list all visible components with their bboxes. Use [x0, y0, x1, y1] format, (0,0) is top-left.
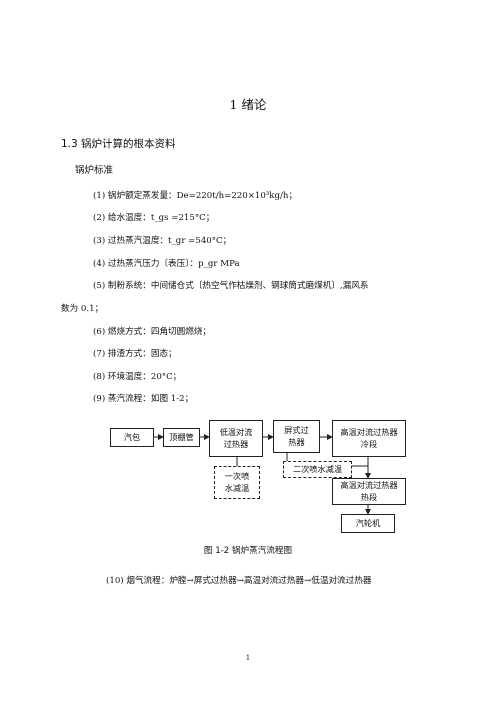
subheading: 锅炉标准 [75, 165, 114, 176]
spec-item-5-cont: 数为 0.1； [61, 304, 104, 314]
turbine-box: 汽轮机 [341, 514, 395, 533]
spec-item-5: (5) 制粉系统：中间储仓式〔热空气作枯燥剂、钢球筒式磨煤机〕,漏风系 [93, 281, 369, 291]
page-number: 1 [245, 654, 251, 662]
ht-superheater-cold-box: 高温对流过热器冷段 [332, 420, 406, 457]
spec-item-1: (1) 锅炉额定蒸发量：De=220t/h=220×10³kg/h； [93, 191, 298, 201]
chapter-title: 1 绪论 [229, 97, 267, 112]
roof-tubes-box: 顶棚管 [163, 428, 200, 447]
platen-superheater-box: 屏式过热器 [273, 420, 320, 453]
spec-item-9: (9) 蒸汽流程：如图 1-2； [93, 394, 194, 404]
first-spray-box: 一次喷水减温 [214, 466, 260, 499]
low-temp-superheater-box: 低温对流过热器 [209, 420, 263, 457]
spec-item-10: (10) 烟气流程：炉膛→屏式过热器→高温对流过热器→低温对流过热器 [106, 576, 372, 586]
ht-superheater-hot-box: 高温对流过热器热段 [332, 478, 406, 505]
spec-item-6: (6) 燃烧方式：四角切圆燃烧； [93, 327, 212, 337]
spec-item-2: (2) 给水温度：t_gs =215°C； [93, 213, 215, 223]
spec-item-8: (8) 环境温度：20°C； [93, 372, 182, 382]
drum-box: 汽包 [110, 428, 154, 447]
spec-item-7: (7) 排渣方式：固态； [93, 349, 177, 359]
figure-caption: 图 1-2 锅炉蒸汽流程图 [203, 546, 293, 556]
spec-item-3: (3) 过热蒸汽温度：t_gr =540°C； [93, 236, 232, 246]
section-title: 1.3 锅炉计算的根本资料 [61, 138, 176, 150]
spec-item-4: (4) 过热蒸汽压力〔表压〕：p_gr MPa [93, 259, 240, 269]
second-spray-box: 二次喷水减温 [283, 461, 352, 478]
